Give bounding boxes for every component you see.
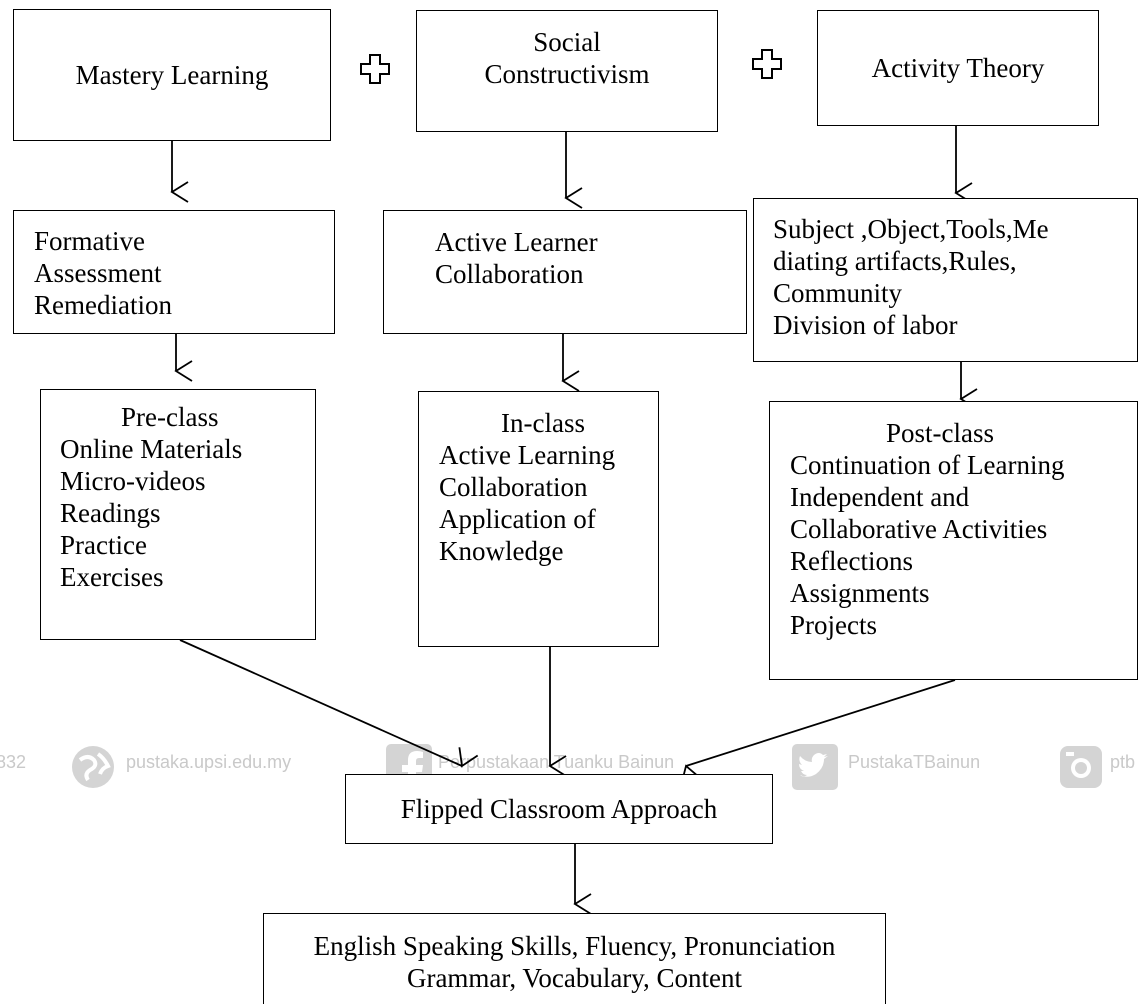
twitter-icon — [792, 744, 838, 790]
theory-box-activity-theory: Activity Theory — [817, 10, 1099, 126]
phase-item: Assignments — [790, 578, 930, 608]
concept-item: Active Learner — [435, 227, 598, 257]
approach-label: Flipped Classroom Approach — [400, 794, 718, 824]
watermark-right-fragment: ptb — [1110, 752, 1136, 772]
concept-item: Assessment — [34, 258, 162, 288]
plus-icon — [752, 49, 782, 79]
outcome-line: English Speaking Skills, Fluency, Pronun… — [313, 931, 836, 961]
phase-item: Application of — [439, 504, 596, 534]
instagram-icon — [1060, 746, 1102, 788]
plus-icon — [360, 54, 390, 84]
theory-box-social-constructivism: Social Constructivism — [416, 10, 718, 132]
phase-item: Practice — [60, 530, 147, 560]
phase-item: Collaborative Activities — [790, 514, 1048, 544]
approach-box-flipped-classroom: Flipped Classroom Approach — [345, 774, 773, 844]
arrow-postclass-to-approach — [680, 679, 956, 785]
theory-label-line: Social — [533, 27, 601, 57]
arrow-preclass-to-approach — [179, 639, 479, 768]
phase-item: Online Materials — [60, 434, 243, 464]
theory-label: Mastery Learning — [75, 60, 269, 90]
watermark-number-fragment: 832 — [0, 752, 27, 772]
phase-title: Post-class — [886, 418, 994, 448]
theory-label-line: Constructivism — [484, 59, 650, 89]
phase-item: Reflections — [790, 546, 913, 576]
concept-box-social: Active Learner Collaboration — [383, 210, 747, 334]
phase-item: Micro-videos — [60, 466, 206, 496]
concept-item: Formative — [34, 226, 145, 256]
watermark-site-url: pustaka.upsi.edu.my — [126, 752, 292, 772]
theory-box-mastery-learning: Mastery Learning — [13, 9, 331, 141]
concept-item: Remediation — [34, 290, 172, 320]
phase-item: Independent and — [790, 482, 970, 512]
phase-item: Knowledge — [439, 536, 564, 566]
outcome-box-english-speaking-skills: English Speaking Skills, Fluency, Pronun… — [263, 913, 886, 1004]
phase-item: Continuation of Learning — [790, 450, 1065, 480]
theory-label: Activity Theory — [871, 53, 1045, 83]
phase-title: Pre-class — [121, 402, 219, 432]
phase-item: Readings — [60, 498, 161, 528]
phase-item: Exercises — [60, 562, 164, 592]
concept-box-mastery: Formative Assessment Remediation — [13, 210, 335, 334]
phase-box-in-class: In-class Active Learning Collaboration A… — [418, 391, 659, 647]
concept-item: Community — [773, 278, 903, 308]
globe-icon — [72, 746, 114, 788]
concept-item: Collaboration — [435, 259, 584, 289]
phase-title: In-class — [501, 408, 585, 438]
concept-item: diating artifacts,Rules, — [773, 246, 1017, 276]
concept-item: Subject ,Object,Tools,Me — [773, 214, 1049, 244]
phase-item: Projects — [790, 610, 877, 640]
watermark-twitter-handle: PustakaTBainun — [848, 752, 981, 772]
phase-box-post-class: Post-class Continuation of Learning Inde… — [769, 401, 1138, 680]
outcome-line: Grammar, Vocabulary, Content — [406, 963, 743, 993]
phase-item: Active Learning — [439, 440, 616, 470]
phase-box-pre-class: Pre-class Online Materials Micro-videos … — [40, 389, 316, 640]
phase-item: Collaboration — [439, 472, 588, 502]
concept-item: Division of labor — [773, 310, 958, 340]
concept-box-activity: Subject ,Object,Tools,Me diating artifac… — [753, 198, 1138, 362]
